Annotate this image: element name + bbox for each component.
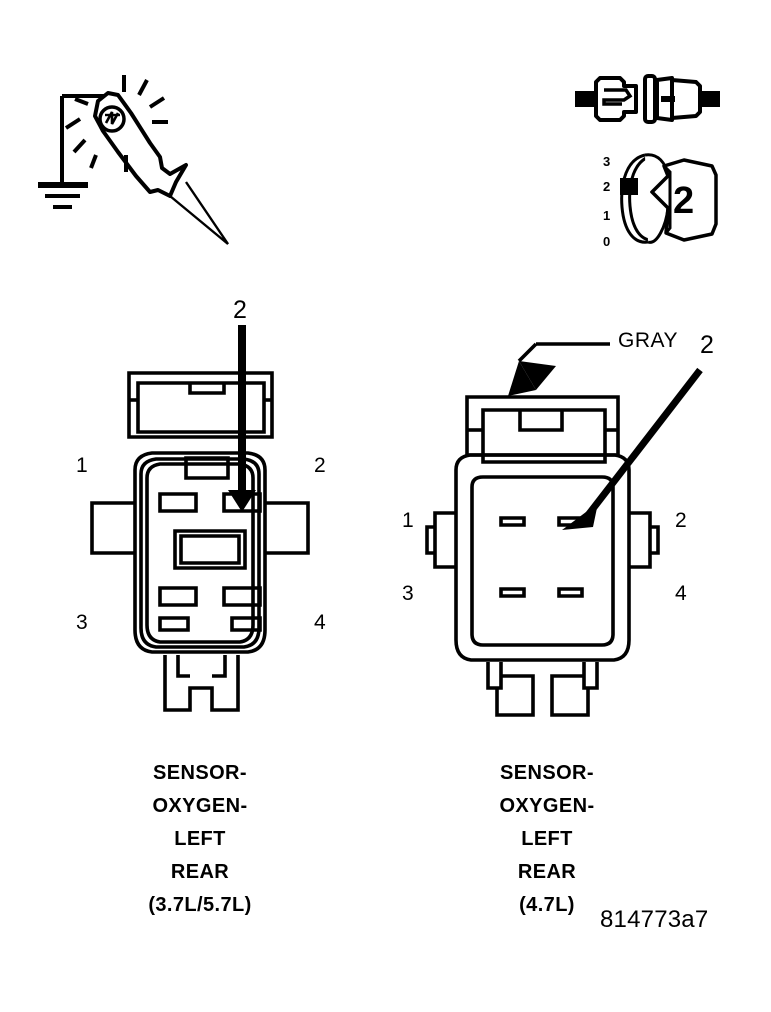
caption-line: SENSOR- bbox=[153, 762, 247, 784]
test-light-probe bbox=[60, 94, 105, 185]
dial-knob-label: 2 bbox=[673, 180, 695, 222]
earth-ground-icon bbox=[38, 182, 88, 209]
left-pin-label-1: 1 bbox=[76, 454, 88, 477]
dial-scale-3: 3 bbox=[603, 154, 611, 169]
caption-line: LEFT bbox=[174, 828, 226, 850]
cavity-pin-3 bbox=[158, 586, 198, 607]
lamp-glow-rays bbox=[64, 75, 168, 172]
inline-connector-pair bbox=[575, 74, 720, 124]
dial-indicator bbox=[620, 178, 638, 195]
gray-arrowhead bbox=[519, 361, 556, 390]
cavity-pin-3 bbox=[499, 587, 526, 598]
left-connector-drawing bbox=[90, 371, 310, 712]
caption-line: REAR bbox=[170, 861, 230, 883]
dial-scale-0: 0 bbox=[603, 234, 611, 249]
cavity-pin-4 bbox=[222, 586, 262, 607]
right-connector-drawing bbox=[425, 395, 660, 717]
gray-color-callout: GRAY bbox=[618, 329, 678, 352]
right-pin-label-1: 1 bbox=[402, 509, 414, 532]
left-pin-label-4: 4 bbox=[314, 611, 326, 634]
cavity-pin-1 bbox=[158, 492, 198, 513]
caption-line: LEFT bbox=[521, 828, 573, 850]
caption-line: SENSOR- bbox=[500, 762, 594, 784]
left-pin-label-3: 3 bbox=[76, 611, 88, 634]
figure-id-label: 814773a7 bbox=[600, 906, 709, 933]
dial-scale-1: 1 bbox=[603, 208, 611, 223]
caption-line: OXYGEN- bbox=[499, 795, 595, 817]
caption-line: REAR bbox=[517, 861, 577, 883]
caption-line: (3.7L/5.7L) bbox=[148, 894, 252, 916]
caption-line: OXYGEN- bbox=[152, 795, 248, 817]
probe-lamp-icon bbox=[98, 105, 126, 133]
right-pointer-arrow bbox=[562, 367, 703, 530]
cavity-pin-4 bbox=[557, 587, 584, 598]
left-pointer-label: 2 bbox=[233, 296, 247, 324]
left-pin-label-2: 2 bbox=[314, 454, 326, 477]
wire-stub-left bbox=[575, 91, 595, 107]
caption-line: (4.7L) bbox=[519, 894, 575, 916]
right-pin-label-4: 4 bbox=[675, 582, 687, 605]
rotary-dial[interactable] bbox=[620, 153, 718, 244]
cavity-pin-1 bbox=[499, 516, 526, 527]
dial-scale-2: 2 bbox=[603, 179, 611, 194]
gray-callout-leader bbox=[508, 342, 610, 396]
right-pin-label-3: 3 bbox=[402, 582, 414, 605]
right-pin-label-2: 2 bbox=[675, 509, 687, 532]
left-connector-caption: SENSOR- OXYGEN- LEFT REAR (3.7L/5.7L) bbox=[85, 762, 315, 927]
left-pointer-arrow bbox=[228, 325, 256, 512]
wire-stub-right bbox=[700, 91, 720, 107]
probe-tip bbox=[169, 181, 229, 245]
probe-body bbox=[93, 91, 188, 198]
right-connector-caption: SENSOR- OXYGEN- LEFT REAR (4.7L) bbox=[432, 762, 662, 927]
right-pointer-label: 2 bbox=[700, 331, 714, 359]
